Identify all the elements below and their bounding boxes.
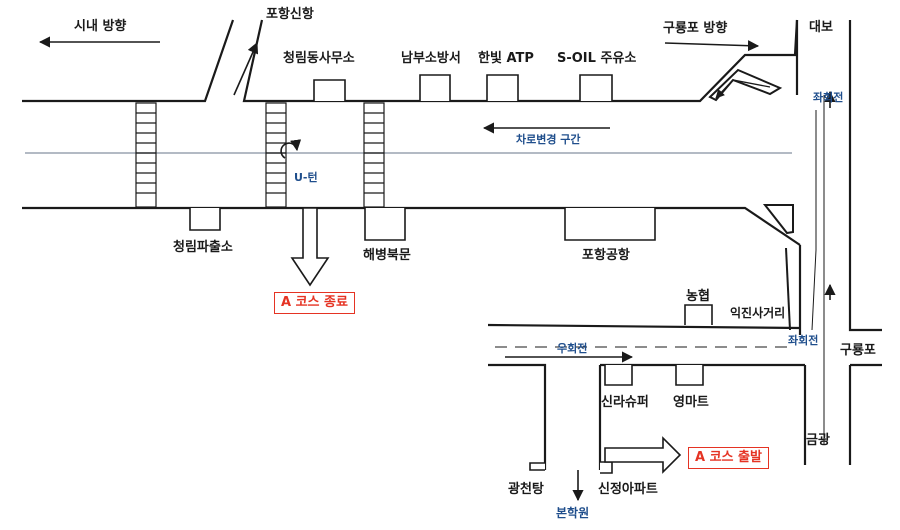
label-cheongnim-police: 청림파출소	[173, 240, 233, 255]
label-left-turn-top: 좌회전	[813, 91, 844, 104]
island-arrow	[715, 79, 771, 99]
label-nonghyup: 농협	[686, 289, 710, 304]
label-downtown-direction: 시내 방향	[74, 19, 127, 34]
course-end-label: A 코스 종료	[274, 292, 355, 314]
course-start-label: A 코스 출발	[688, 447, 769, 469]
label-sinjeong-apt: 신정아파트	[598, 482, 658, 497]
label-u-turn: U-턴	[294, 171, 318, 184]
direction-arrows	[38, 36, 836, 502]
label-geumgwang: 금광	[806, 433, 830, 448]
label-lane-change: 차로변경 구간	[516, 133, 581, 146]
vertical-lane-2	[811, 110, 817, 331]
label-pohang-new-port: 포항신항	[266, 7, 314, 22]
vertical-road	[795, 20, 882, 465]
label-gwangcheon: 광천탕	[508, 482, 544, 497]
crosswalks	[135, 102, 385, 208]
label-young-mart: 영마트	[673, 395, 709, 410]
label-fire-station: 남부소방서	[401, 51, 461, 66]
label-silla-super: 신라슈퍼	[601, 395, 649, 410]
traffic-islands	[708, 68, 794, 331]
label-guryongpo-direction: 구룡포 방향	[663, 21, 728, 36]
label-guryongpo: 구룡포	[840, 343, 876, 358]
label-soil-gas: S-OIL 주유소	[557, 51, 637, 66]
label-bonhakwon: 본학원	[556, 506, 590, 520]
label-right-turn: 우회전	[557, 342, 588, 355]
label-haebyeong-north-gate: 해병북문	[363, 248, 411, 263]
label-hanbit-atp: 한빛 ATP	[478, 51, 534, 66]
u-turn-arrow	[280, 139, 302, 159]
buildings	[189, 74, 713, 474]
label-iksin-intersection: 익진사거리	[730, 306, 786, 320]
label-left-turn-bottom: 좌회전	[788, 334, 819, 347]
main-road	[22, 19, 801, 246]
label-cheongnim-office: 청림동사무소	[283, 51, 355, 66]
label-daebo: 대보	[809, 20, 833, 35]
label-pohang-airport: 포항공항	[582, 248, 630, 263]
course-start-arrow	[604, 436, 682, 474]
course-end-arrow	[290, 207, 330, 287]
